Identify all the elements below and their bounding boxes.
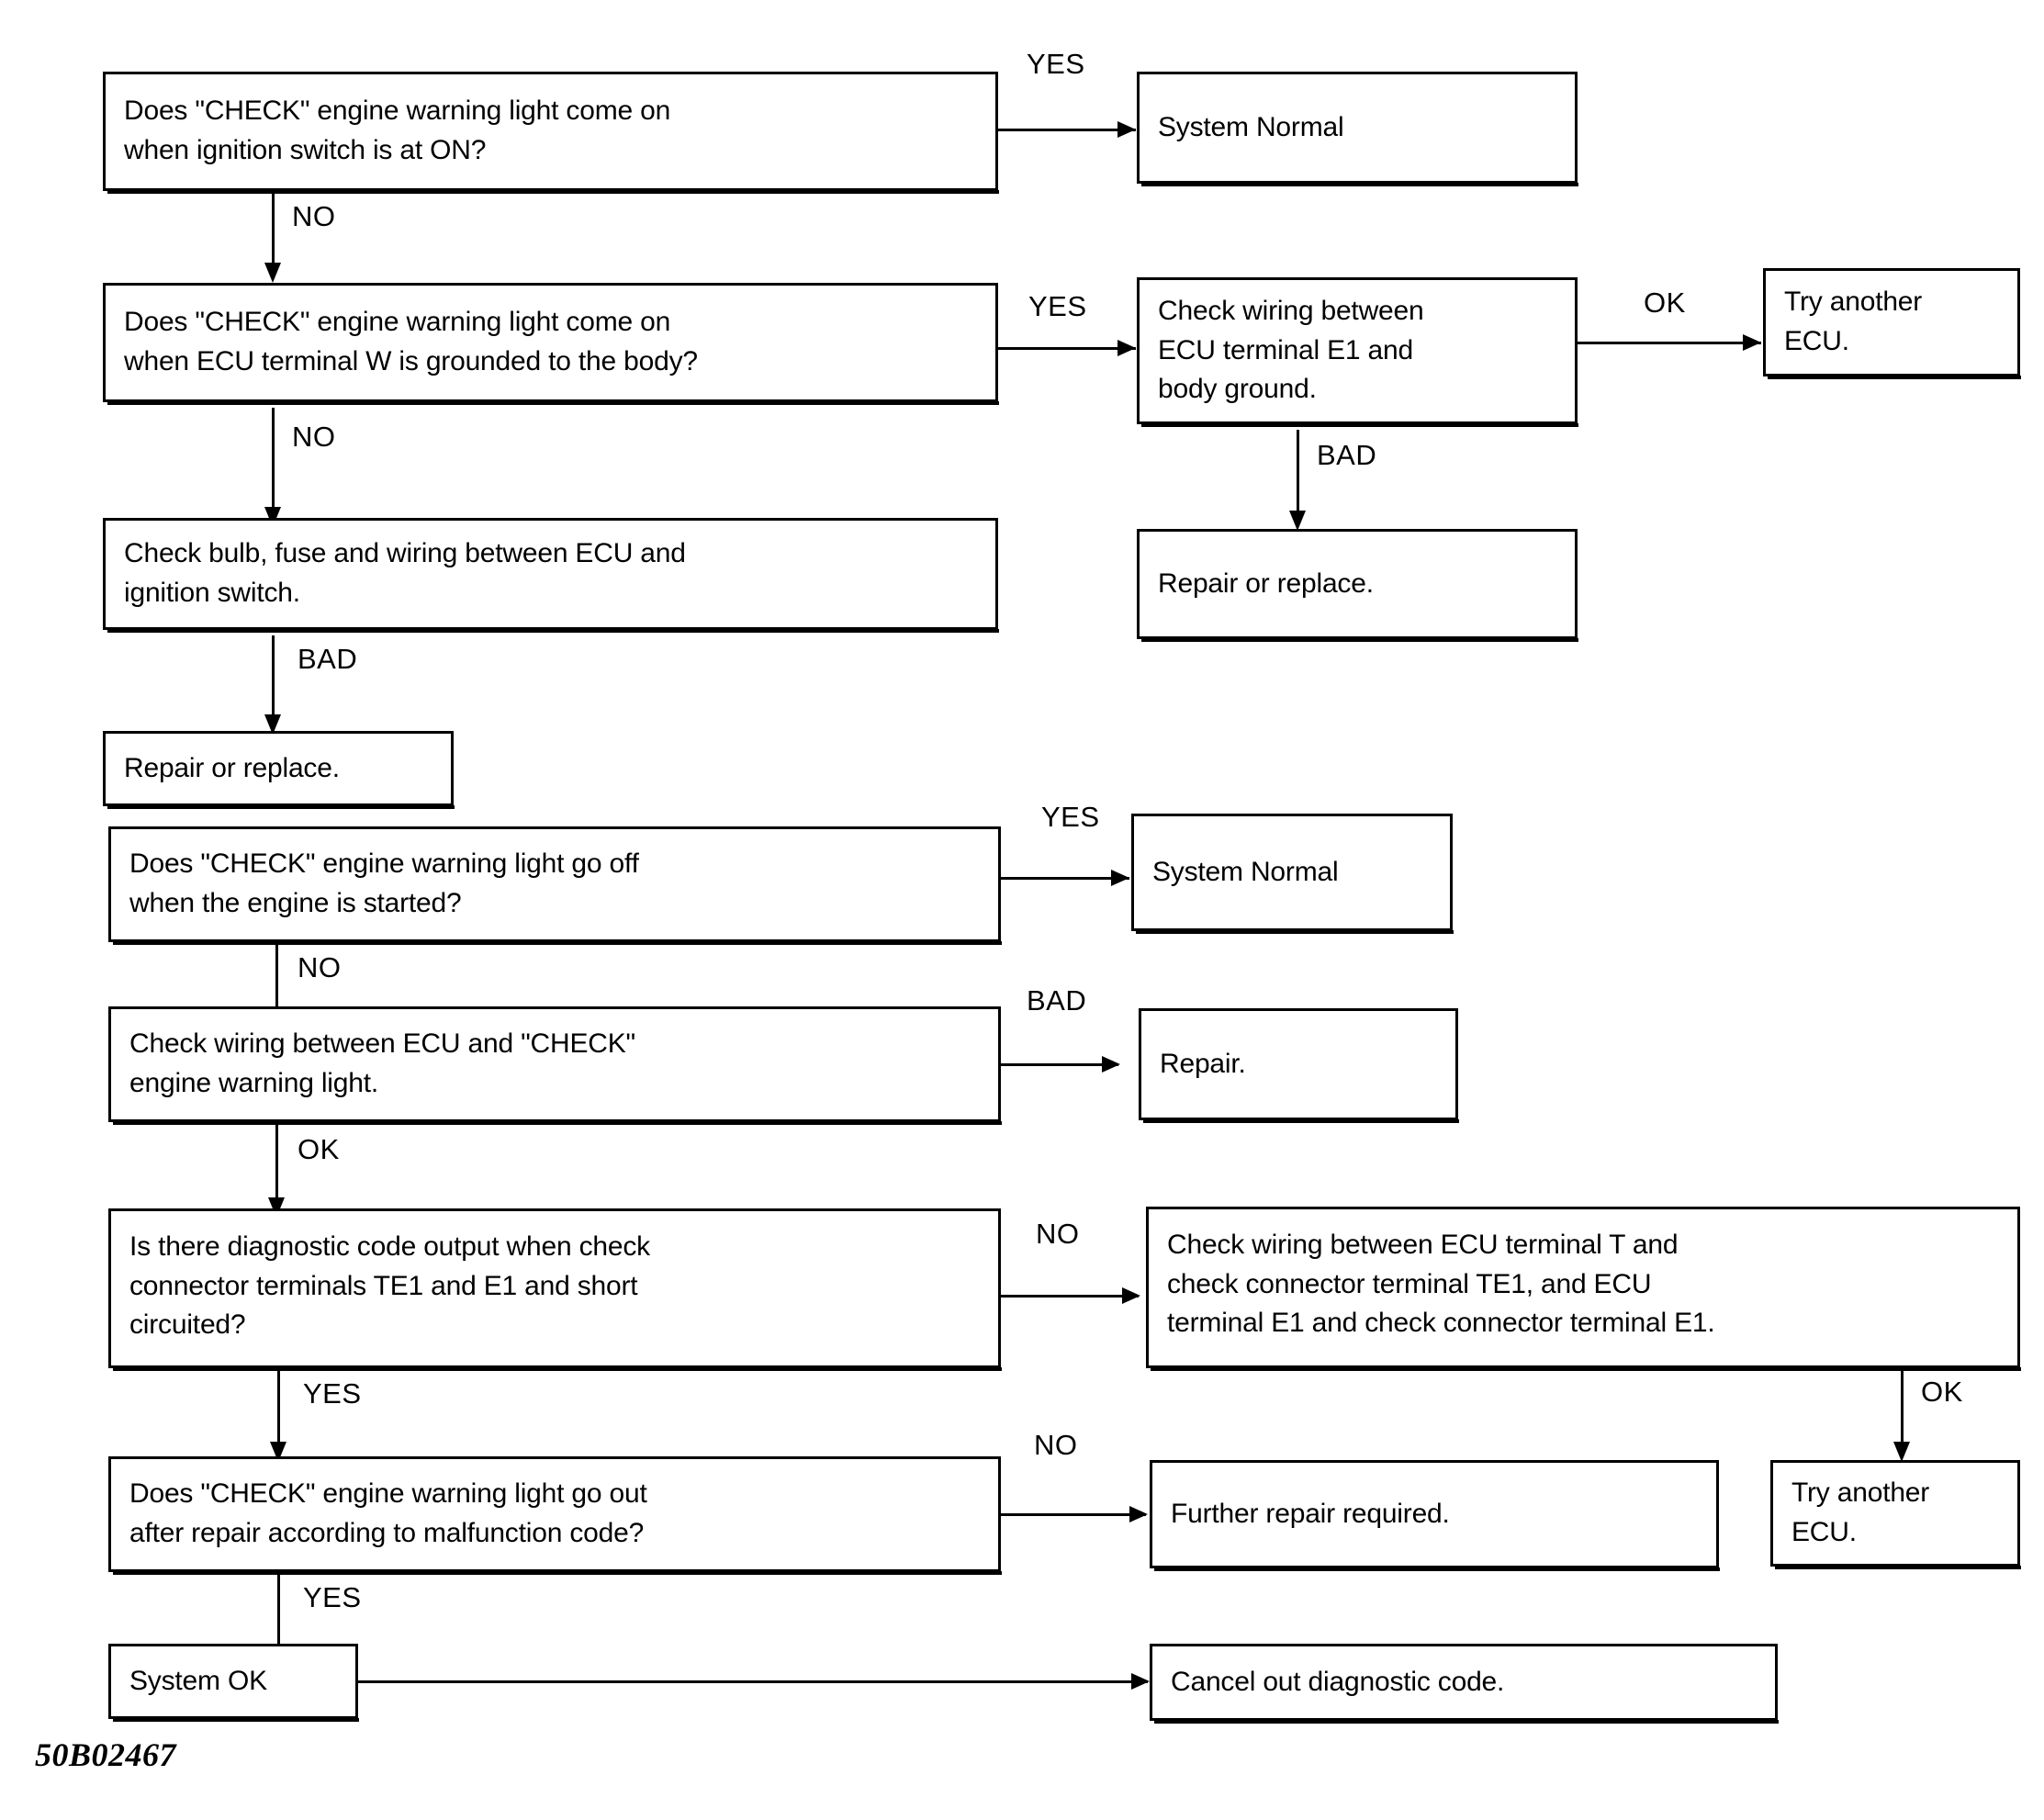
edge-yes-4-line — [277, 1368, 280, 1453]
node-system-normal-2: System Normal — [1131, 814, 1454, 934]
edge-label-no-4: NO — [1036, 1218, 1080, 1250]
edge-bad-3-line — [1001, 1063, 1118, 1066]
node-q-light-goes-out: Does "CHECK" engine warning light go out… — [108, 1456, 1002, 1575]
edge-yes-1-line — [998, 129, 1136, 131]
edge-label-ok-1: OK — [1644, 286, 1686, 319]
edge-label-yes-3: YES — [1041, 801, 1100, 833]
edge-yes-2-arrowhead — [1117, 340, 1136, 356]
edge-system-ok-to-cancel-line — [358, 1680, 1148, 1683]
edge-label-bad-2: BAD — [298, 643, 358, 675]
edge-label-ok-3: OK — [1921, 1376, 1963, 1408]
edge-ok-2-line — [275, 1122, 278, 1210]
node-repair-or-replace-left: Repair or replace. — [103, 731, 455, 809]
node-check-wiring-e1-ground: Check wiring between ECU terminal E1 and… — [1137, 277, 1578, 427]
edge-bad-1-arrowhead — [1289, 511, 1306, 531]
edge-label-yes-1: YES — [1027, 48, 1085, 80]
node-q-diag-code-output: Is there diagnostic code output when che… — [108, 1208, 1002, 1371]
node-further-repair: Further repair required. — [1150, 1460, 1720, 1571]
edge-yes-3-arrowhead — [1111, 870, 1129, 886]
edge-label-ok-2: OK — [298, 1133, 340, 1165]
edge-label-no-3: NO — [298, 951, 342, 983]
node-check-bulb-fuse: Check bulb, fuse and wiring between ECU … — [103, 518, 999, 633]
edge-bad-3-arrowhead — [1102, 1056, 1120, 1073]
edge-no-2-line — [272, 408, 275, 518]
edge-yes-3-line — [1001, 877, 1129, 880]
node-q-light-goes-off: Does "CHECK" engine warning light go off… — [108, 826, 1002, 945]
edge-no-1-arrowhead — [264, 263, 281, 283]
node-repair: Repair. — [1139, 1008, 1459, 1123]
edge-yes-5-line — [277, 1572, 280, 1657]
edge-no-3-line — [275, 942, 278, 1027]
figure-id-label: 50B02467 — [35, 1736, 177, 1773]
edge-ok-3-arrowhead — [1893, 1442, 1910, 1462]
edge-no-5-arrowhead — [1129, 1506, 1148, 1522]
edge-label-bad-3: BAD — [1027, 984, 1087, 1017]
edge-no-1-line — [272, 191, 275, 274]
edge-no-5-line — [1001, 1513, 1146, 1516]
node-check-wiring-t-te1: Check wiring between ECU terminal T and … — [1146, 1207, 2021, 1371]
edge-system-ok-to-cancel-arrowhead — [1131, 1673, 1150, 1690]
edge-bad-2-line — [272, 635, 275, 725]
node-try-another-ecu-1: Try another ECU. — [1763, 268, 2021, 379]
edge-label-yes-4: YES — [303, 1377, 362, 1410]
edge-bad-1-line — [1297, 430, 1299, 522]
edge-label-no-1: NO — [292, 200, 336, 232]
node-try-another-ecu-2: Try another ECU. — [1770, 1460, 2021, 1569]
node-system-normal-1: System Normal — [1137, 72, 1578, 186]
edge-ok-1-line — [1578, 342, 1761, 344]
edge-label-bad-1: BAD — [1317, 439, 1377, 471]
edge-yes-1-arrowhead — [1117, 121, 1136, 138]
edge-no-4-arrowhead — [1122, 1287, 1140, 1304]
node-cancel-code: Cancel out diagnostic code. — [1150, 1644, 1779, 1724]
edge-ok-1-arrowhead — [1743, 334, 1761, 351]
edge-label-yes-2: YES — [1028, 290, 1087, 322]
node-q-light-on-ignition: Does "CHECK" engine warning light come o… — [103, 72, 999, 194]
edge-ok-3-line — [1901, 1368, 1904, 1453]
edge-label-yes-5: YES — [303, 1581, 362, 1613]
edge-bad-2-arrowhead — [264, 714, 281, 735]
edge-yes-2-line — [998, 347, 1136, 350]
node-system-ok: System OK — [108, 1644, 359, 1722]
node-check-wiring-ecu-light: Check wiring between ECU and "CHECK" eng… — [108, 1006, 1002, 1125]
edge-label-no-5: NO — [1034, 1429, 1078, 1461]
edge-no-4-line — [1001, 1295, 1139, 1298]
node-repair-or-replace-right: Repair or replace. — [1137, 529, 1578, 642]
edge-label-no-2: NO — [292, 421, 336, 453]
node-q-light-on-w-grounded: Does "CHECK" engine warning light come o… — [103, 283, 999, 405]
